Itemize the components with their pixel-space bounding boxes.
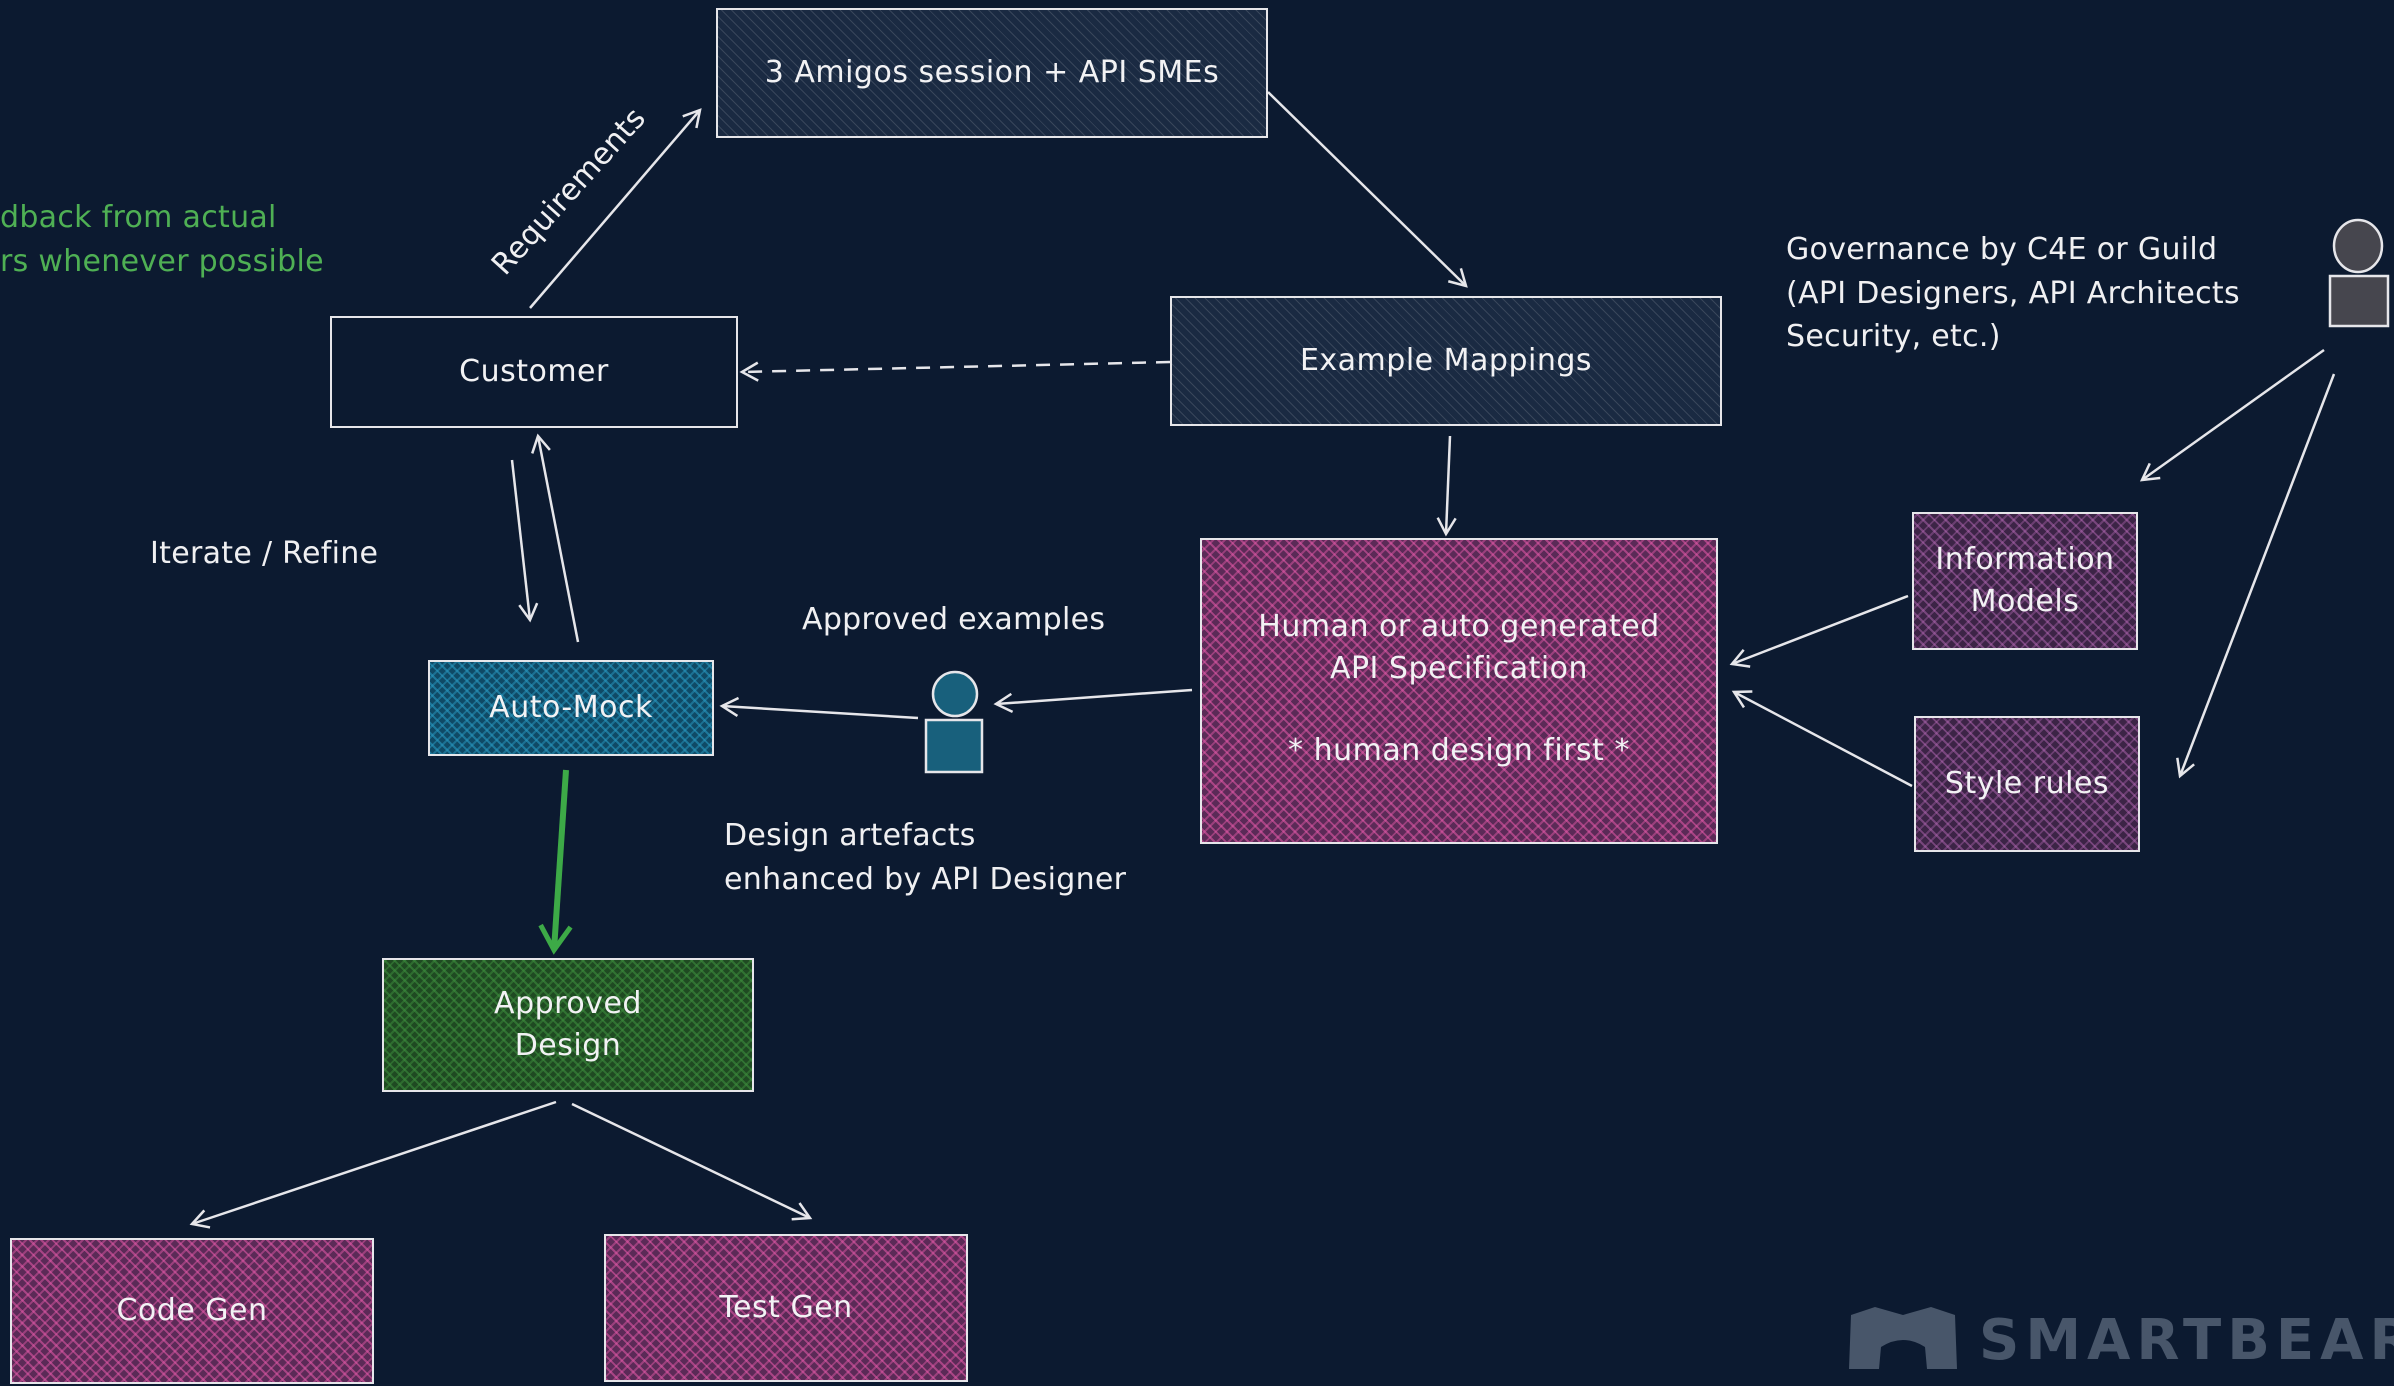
api-specification-box[interactable]: Human or auto generated API Specificatio… xyxy=(1200,538,1718,844)
style-rules-box[interactable]: Style rules xyxy=(1914,716,2140,852)
code-gen-box[interactable]: Code Gen xyxy=(10,1238,374,1384)
arrow-requirements xyxy=(529,108,702,309)
arrow-designer-to-automock xyxy=(719,696,919,720)
arrow-governance-to-infomodels xyxy=(2139,348,2325,482)
arrow-spec-to-designer xyxy=(993,688,1193,713)
arrow-automock-to-approved xyxy=(554,769,566,950)
governance-line1: Governance by C4E or Guild xyxy=(1786,232,2218,267)
api-spec-line1: Human or auto generated xyxy=(1258,609,1660,644)
feedback-note: dback from actual rs whenever possible xyxy=(0,196,324,283)
arrow-governance-to-stylerules xyxy=(2176,373,2336,779)
example-mappings-box[interactable]: Example Mappings xyxy=(1170,296,1722,426)
style-rules-label: Style rules xyxy=(1944,766,2110,801)
smartbear-logo: SMARTBEAR xyxy=(1845,1305,2394,1375)
approved-examples-label: Approved examples xyxy=(802,602,1106,637)
feedback-line2: rs whenever possible xyxy=(0,243,324,279)
arrow-infomodels-to-spec xyxy=(1729,594,1909,668)
approved-design-line1: Approved xyxy=(494,986,642,1021)
arrow-approved-to-testgen xyxy=(571,1102,813,1221)
governance-label: Governance by C4E or Guild (API Designer… xyxy=(1786,228,2240,359)
info-models-line1: Information xyxy=(1935,542,2115,577)
api-spec-line2: API Specification xyxy=(1329,651,1589,686)
arrow-mappings-to-spec xyxy=(1436,435,1457,537)
arrow-mappings-to-customer xyxy=(739,360,1171,382)
governance-line2: (API Designers, API Architects xyxy=(1786,275,2240,311)
arrow-customer-to-automock xyxy=(510,459,539,623)
test-gen-box[interactable]: Test Gen xyxy=(604,1234,968,1382)
feedback-line1: dback from actual xyxy=(0,200,277,235)
info-models-line2: Models xyxy=(1970,584,2080,619)
information-models-box[interactable]: Information Models xyxy=(1912,512,2138,650)
amigos-session-label: 3 Amigos session + API SMEs xyxy=(764,55,1220,90)
auto-mock-label: Auto-Mock xyxy=(489,690,653,725)
auto-mock-box[interactable]: Auto-Mock xyxy=(428,660,714,756)
iterate-refine-label: Iterate / Refine xyxy=(150,536,379,571)
example-mappings-label: Example Mappings xyxy=(1299,343,1593,378)
smartbear-logo-icon xyxy=(1849,1307,1957,1369)
person-icon xyxy=(924,670,984,774)
design-artefacts-label: Design artefacts enhanced by API Designe… xyxy=(724,814,1126,901)
test-gen-label: Test Gen xyxy=(719,1290,853,1325)
api-spec-line3: * human design first * xyxy=(1288,733,1630,768)
design-artefacts-line2: enhanced by API Designer xyxy=(724,861,1127,897)
design-artefacts-line1: Design artefacts xyxy=(724,818,976,853)
customer-label: Customer xyxy=(459,354,609,389)
approved-design-box[interactable]: Approved Design xyxy=(382,958,754,1092)
arrow-automock-to-customer xyxy=(531,433,580,643)
approved-design-line2: Design xyxy=(514,1028,622,1063)
arrow-amigos-to-mappings xyxy=(1267,91,1468,288)
arrow-stylerules-to-spec xyxy=(1731,690,1913,788)
customer-box[interactable]: Customer xyxy=(330,316,738,428)
smartbear-wordmark: SMARTBEAR xyxy=(1979,1307,2394,1373)
code-gen-label: Code Gen xyxy=(116,1293,268,1328)
governance-line3: Security, etc.) xyxy=(1786,319,2001,354)
governance-person-icon xyxy=(2328,218,2390,328)
arrow-approved-to-codegen xyxy=(189,1100,557,1229)
amigos-session-box[interactable]: 3 Amigos session + API SMEs xyxy=(716,8,1268,138)
